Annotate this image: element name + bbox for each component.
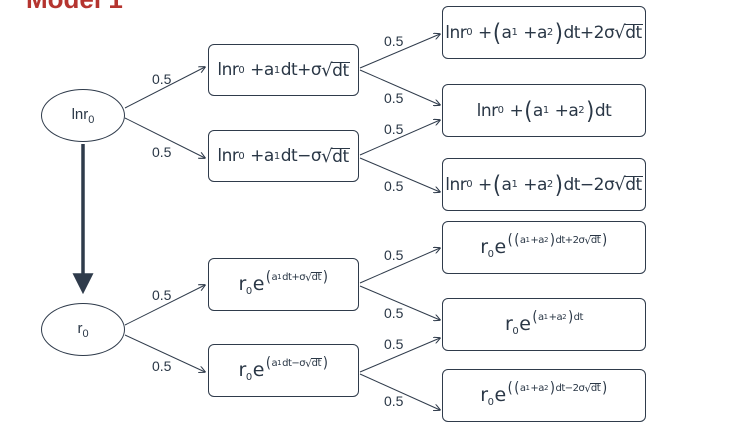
edge-rdown-dd xyxy=(359,373,440,410)
prob-label: 0.5 xyxy=(152,358,172,374)
edge-root-up xyxy=(124,67,205,109)
edge-rup-uu xyxy=(359,248,440,284)
prob-label: 0.5 xyxy=(384,305,404,321)
prob-label: 0.5 xyxy=(384,247,404,263)
log-root-node: lnr0 xyxy=(41,89,125,142)
prob-label: 0.5 xyxy=(384,90,404,106)
edge-down-dd xyxy=(359,157,440,192)
prob-label: 0.5 xyxy=(384,336,404,352)
rate-root-label: r0 xyxy=(77,319,89,340)
edge-r-up xyxy=(124,285,205,326)
rate-root-node: r0 xyxy=(41,303,125,356)
edge-down-du xyxy=(359,120,440,156)
prob-label: 0.5 xyxy=(384,178,404,194)
edge-rup-ud xyxy=(359,285,440,320)
page-title: Model 1 xyxy=(26,0,123,15)
edge-rdown-du xyxy=(359,338,440,373)
log-root-label: lnr0 xyxy=(71,105,95,126)
prob-label: 0.5 xyxy=(152,144,172,160)
edge-root-down xyxy=(124,117,205,158)
edge-r-down xyxy=(124,334,205,372)
prob-label: 0.5 xyxy=(384,33,404,49)
prob-label: 0.5 xyxy=(152,287,172,303)
edge-up-ud xyxy=(359,69,440,105)
prob-label: 0.5 xyxy=(384,121,404,137)
edge-up-uu xyxy=(359,34,440,69)
prob-label: 0.5 xyxy=(152,71,172,87)
prob-label: 0.5 xyxy=(384,393,404,409)
